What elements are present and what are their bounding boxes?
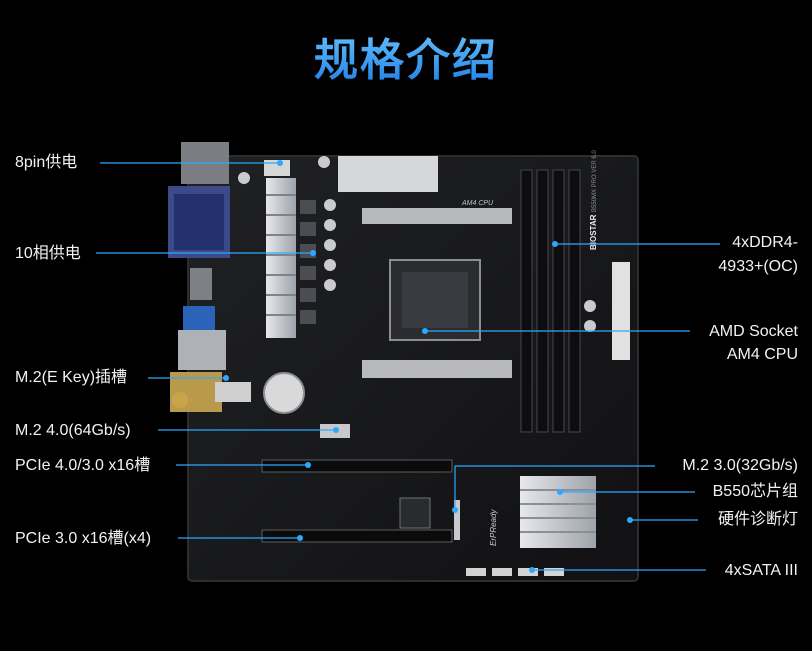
board-brand: BIOSTAR: [589, 214, 598, 250]
label-pcie-3-0-x16: PCIe 3.0 x16槽(x4): [15, 530, 152, 547]
header-block: [338, 156, 438, 192]
vrm-heatsink-vertical: [266, 178, 296, 338]
label-b550-chipset: B550芯片组: [712, 483, 798, 500]
label-pcie-4-0-x16: PCIe 4.0/3.0 x16槽: [15, 457, 151, 474]
cpu-mark: AM4 CPU: [461, 200, 494, 207]
label-ddr4-line2: 4933+(OC): [718, 258, 798, 275]
sata-ports: [466, 568, 564, 576]
super-io-chip: [399, 497, 431, 529]
erp-ready-text: ErPReady: [489, 509, 498, 546]
label-ddr4-line1: 4xDDR4-: [732, 234, 798, 251]
cmos-battery: [263, 372, 305, 414]
label-m2-3-0: M.2 3.0(32Gb/s): [682, 457, 798, 474]
label-m2-e-key: M.2(E Key)插槽: [15, 369, 128, 386]
m2-e-key-slot: [215, 382, 251, 402]
chokes: [300, 200, 316, 324]
m2-3-0-slot: [454, 500, 460, 540]
label-am4-line2: AM4 CPU: [726, 346, 798, 363]
cpu-socket: AM4 CPU: [362, 200, 512, 378]
label-8pin-power: 8pin供电: [15, 154, 78, 171]
page-title: 规格介绍: [0, 24, 812, 88]
callout-dots: [223, 160, 633, 573]
callout-lines: [96, 162, 720, 571]
rear-io: [168, 142, 230, 412]
chipset-heatsink: [520, 476, 596, 548]
capacitors: [238, 156, 596, 332]
dimm-slots: [520, 169, 581, 433]
label-sata: 4xSATA III: [724, 562, 798, 579]
atx-24pin: [612, 262, 630, 360]
8pin-connector: [264, 160, 290, 176]
pcie-x16-slot-2: [261, 529, 453, 543]
board-model-text: B550MX PRO VER 6.0: [592, 150, 598, 212]
label-m2-4-0: M.2 4.0(64Gb/s): [15, 422, 131, 439]
label-10-phase-power: 10相供电: [15, 245, 81, 262]
label-debug-led: 硬件诊断灯: [717, 511, 798, 528]
label-am4-line1: AMD Socket: [709, 323, 798, 340]
pcie-x16-slot-1: [261, 459, 453, 473]
